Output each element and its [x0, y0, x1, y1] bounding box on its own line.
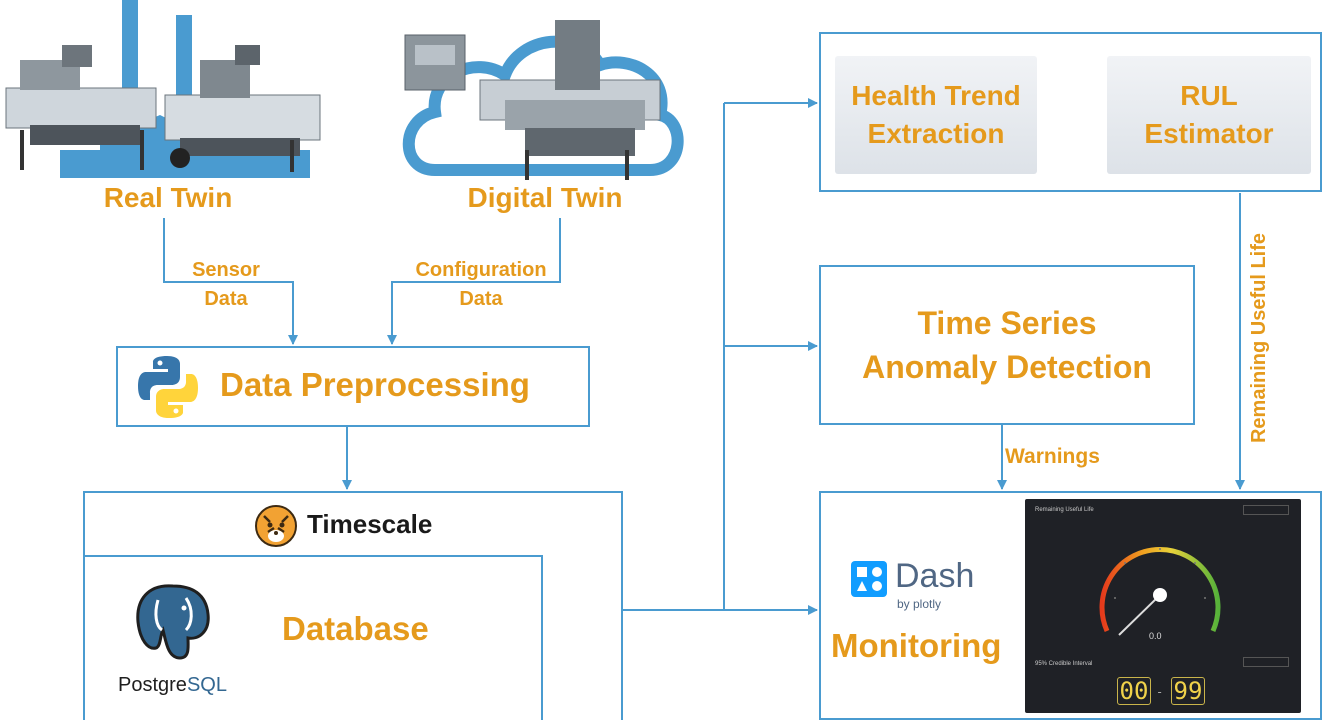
- real-twin-image: [5, 0, 321, 178]
- interval-low-digit: 00: [1117, 677, 1151, 705]
- configuration-data-line1: Configuration: [415, 259, 547, 281]
- interval-button[interactable]: [1243, 657, 1289, 667]
- database-inner-border: [541, 555, 543, 720]
- rul-pipeline-box: Health Trend Extraction RUL Estimator: [819, 32, 1322, 192]
- gauge-tick: [1204, 597, 1206, 599]
- gauge-tick: [1124, 562, 1126, 564]
- dash-label: Dash: [895, 557, 975, 595]
- postgres-prefix: Postgre: [118, 674, 187, 696]
- warnings-label: Warnings: [1005, 445, 1100, 468]
- dashboard-panel: Remaining Useful Life 0.: [1025, 499, 1301, 713]
- interval-label: 95% Credible Interval: [1035, 661, 1093, 667]
- anomaly-detection-line2: Anomaly Detection: [862, 349, 1152, 385]
- postgres-elephant-icon: [136, 584, 210, 660]
- configuration-data-label: Configuration Data: [396, 256, 566, 314]
- health-trend-line2: Extraction: [867, 118, 1005, 149]
- postgresql-label: PostgreSQL: [118, 674, 227, 697]
- health-trend-line1: Health Trend: [851, 80, 1021, 111]
- timescale-label: Timescale: [307, 509, 433, 539]
- gauge-value: 0.0: [1149, 631, 1162, 641]
- digital-twin-label: Digital Twin: [467, 182, 623, 213]
- gauge-needle: [1118, 594, 1161, 636]
- rul-estimator-line1: RUL: [1180, 80, 1238, 111]
- gauge-tick: [1159, 548, 1161, 550]
- rul-estimator-line2: Estimator: [1144, 118, 1274, 149]
- sensor-data-line1: Sensor: [192, 259, 260, 281]
- panel-title: Remaining Useful Life: [1035, 507, 1094, 513]
- gauge-tick: [1114, 597, 1116, 599]
- gauge-tick: [1194, 562, 1196, 564]
- sensor-data-label: Sensor Data: [176, 256, 276, 314]
- remaining-useful-life-label: Remaining Useful Life: [1248, 232, 1270, 444]
- monitoring-box: Dash by plotly Monitoring Remaining Usef…: [819, 491, 1322, 720]
- sensor-data-line2: Data: [204, 288, 248, 310]
- configuration-data-arrow: [387, 218, 561, 345]
- anomaly-detection-line1: Time Series: [917, 305, 1097, 341]
- data-preprocessing-box: Data Preprocessing: [116, 346, 590, 427]
- panel-title-button[interactable]: [1243, 505, 1289, 515]
- rul-estimator-box: RUL Estimator: [1107, 56, 1311, 174]
- rul-estimator-label: RUL Estimator: [1144, 77, 1273, 153]
- health-trend-box: Health Trend Extraction: [835, 56, 1037, 174]
- sensor-data-arrow: [163, 218, 298, 345]
- dash-logo-icon: [851, 561, 887, 597]
- interval-separator: -: [1156, 685, 1164, 699]
- anomaly-detection-label: Time Series Anomaly Detection: [862, 301, 1152, 389]
- real-twin-label: Real Twin: [103, 182, 233, 213]
- configuration-data-line2: Data: [459, 288, 503, 310]
- rul-gauge: [1099, 547, 1221, 636]
- interval-high-digit: 99: [1171, 677, 1205, 705]
- health-trend-label: Health Trend Extraction: [851, 77, 1021, 153]
- byplotly-label: by plotly: [897, 597, 942, 611]
- tiger-logo-icon: [255, 505, 297, 547]
- gauge-hub: [1153, 588, 1167, 602]
- python-logo-icon: [138, 356, 198, 418]
- monitoring-label: Monitoring: [831, 627, 1002, 664]
- data-preprocessing-label: Data Preprocessing: [220, 366, 530, 403]
- digital-twin-image: [402, 20, 684, 180]
- postgres-suffix: SQL: [186, 674, 227, 696]
- anomaly-detection-box: Time Series Anomaly Detection: [819, 265, 1195, 425]
- database-label: Database: [282, 610, 429, 647]
- database-divider: [83, 555, 543, 557]
